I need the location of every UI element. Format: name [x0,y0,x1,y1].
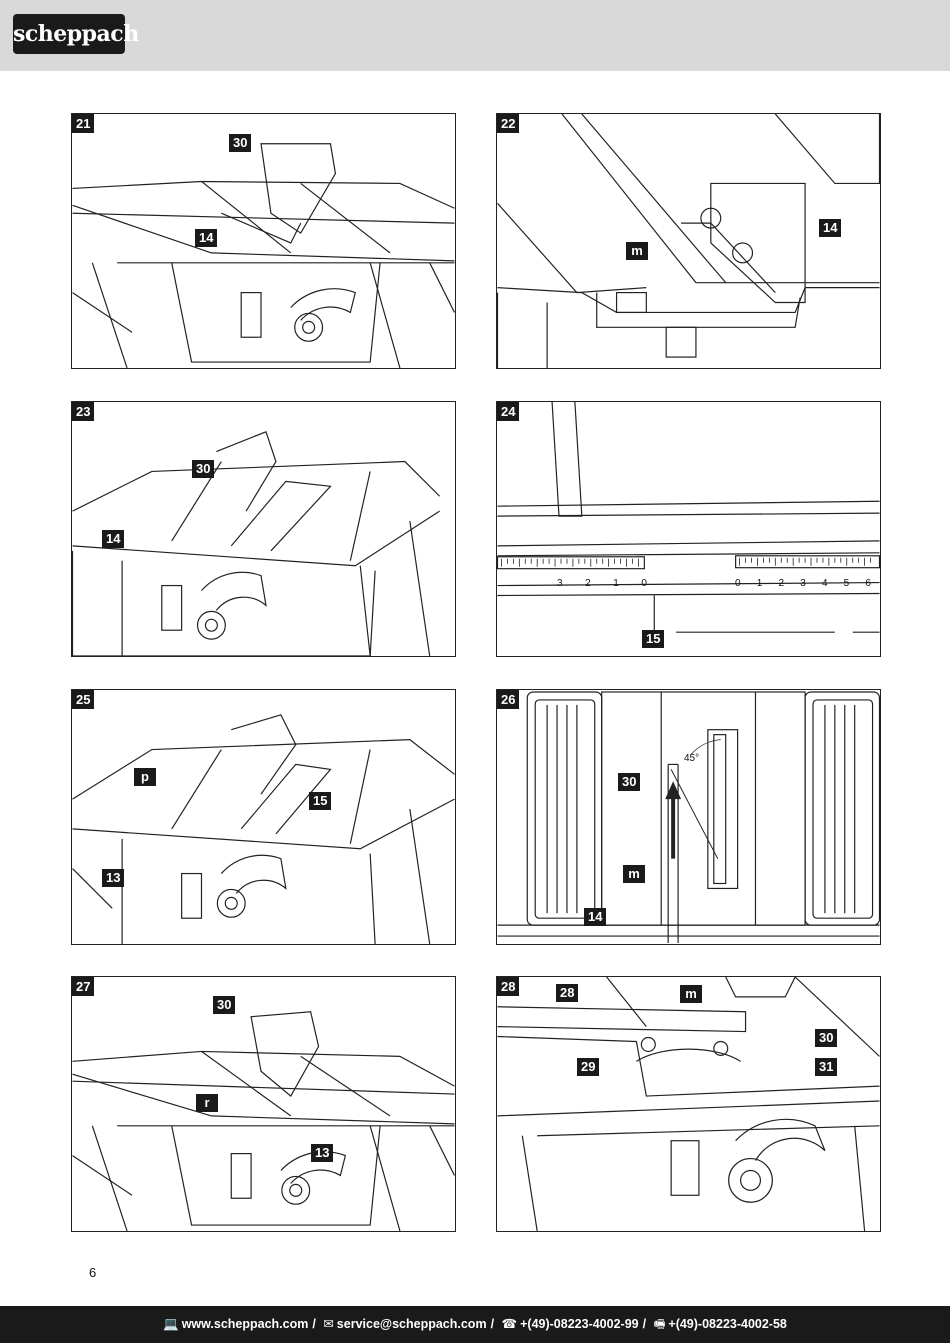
figure-23: 23 30 14 [71,401,456,657]
callout: 30 [815,1029,838,1047]
page-header: scheppach [0,0,950,71]
scale-right-labels: 0 1 2 3 4 5 6 [735,578,871,589]
table-saw-drawing [72,143,455,368]
scale-left-labels: 3 2 1 0 [557,578,647,589]
callout: 28 [556,984,579,1002]
figure-25: 25 p 15 13 [71,689,456,945]
email-link[interactable]: service@scheppach.com [336,1317,487,1331]
angle-label: 45° [684,753,700,764]
fax-icon: 🖷 [653,1317,666,1331]
scale-label: 1 [613,578,619,589]
figure-22: 22 m 14 [496,113,881,369]
page-number: 6 [89,1265,97,1280]
fence-detail-drawing [497,114,880,368]
callout: m [623,865,645,883]
callout: p [134,768,156,786]
callout: 31 [815,1058,838,1076]
scale-label: 3 [800,578,806,589]
figure-number: 21 [72,114,95,133]
table-saw-drawing [72,430,441,656]
phone-number: +(49)-08223-4002-99 [520,1317,639,1331]
callout: 14 [195,229,218,247]
scale-label: 2 [585,578,591,589]
scale-label: 2 [778,578,785,589]
scale-label: 6 [865,578,871,589]
callout: m [680,985,702,1003]
figure-26: 45° 26 30 m 14 [496,689,881,945]
callout: 13 [102,869,125,887]
callout: 30 [229,134,252,152]
figure-number: 28 [497,977,520,996]
callout: 13 [311,1144,334,1162]
callout: 14 [102,530,125,548]
figure-number: 26 [497,690,520,709]
figure-24: 3 2 1 0 0 1 2 3 4 5 6 24 15 [496,401,881,657]
footer-contact-bar: 💻www.scheppach.com/ ✉service@scheppach.c… [0,1306,950,1343]
callout: 15 [309,792,332,810]
callout: m [626,242,648,260]
figure-21: 21 30 14 [71,113,456,369]
scale-label: 5 [843,578,850,589]
scale-label: 3 [557,578,563,589]
website-link[interactable]: www.scheppach.com [181,1317,309,1331]
scale-label: 1 [756,578,763,589]
scale-label: 4 [821,578,828,589]
fax-number: +(49)-08223-4002-58 [668,1317,787,1331]
callout: 15 [642,630,665,648]
callout: 14 [819,219,842,237]
scale-label: 0 [641,578,647,589]
callout: 30 [618,773,641,791]
callout: 30 [192,460,215,478]
table-saw-drawing [72,1011,455,1231]
figure-number: 24 [497,402,520,421]
scale-detail-drawing [497,402,880,633]
figure-27: 27 30 r 13 [71,976,456,1232]
callout: 29 [577,1058,600,1076]
callout: 14 [584,908,607,926]
figure-number: 27 [72,977,95,996]
brand-logo: scheppach [13,14,139,54]
top-view-drawing [497,691,880,944]
figure-28: 28 28 m 30 29 31 [496,976,881,1232]
callout: 30 [213,996,236,1014]
figure-number: 23 [72,402,95,421]
scale-label: 0 [735,578,741,589]
computer-icon: 💻 [163,1317,179,1331]
figure-number: 22 [497,114,520,133]
callout: r [196,1094,218,1112]
phone-icon: ☎ [501,1317,518,1331]
figure-number: 25 [72,690,95,709]
table-saw-drawing [72,714,455,944]
mitre-gauge-drawing [497,977,880,1231]
mail-icon: ✉ [323,1317,334,1331]
